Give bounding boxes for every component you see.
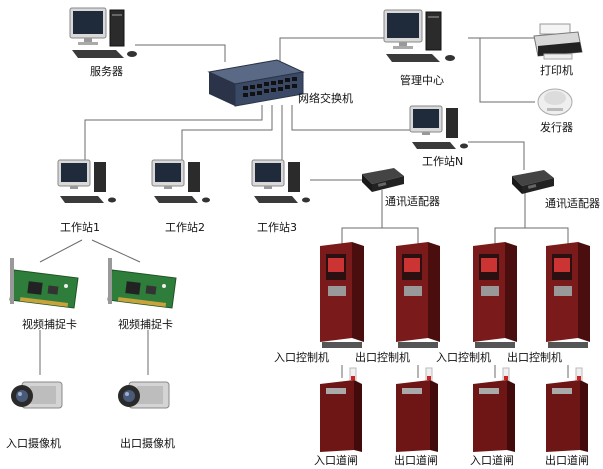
computer-icon — [251, 159, 310, 203]
management-center-computer — [382, 8, 462, 68]
link-ws1-card2 — [91, 239, 141, 263]
workstation-2-computer — [150, 158, 214, 208]
controller-kiosk-icon — [473, 242, 517, 348]
adapter2-bus — [494, 192, 526, 245]
network-switch-label: 网络交换机 — [298, 92, 353, 105]
printer — [532, 22, 584, 62]
capture-card-icon — [9, 258, 79, 309]
card-issuer — [535, 84, 575, 118]
exit-gate-2-label: 出口道闸 — [545, 454, 589, 467]
comm-adapter-1-label: 通讯适配器 — [385, 195, 440, 208]
barrier-gate-icon — [473, 367, 515, 452]
workstation-n-label: 工作站N — [422, 155, 464, 168]
entry-controller-2 — [471, 242, 521, 350]
link-switch-wsn — [291, 105, 410, 131]
card-issuer-label: 发行器 — [540, 121, 573, 134]
network-switch — [205, 58, 305, 113]
switch-icon — [207, 59, 305, 107]
entry-controller-1-label: 入口控制机 — [274, 351, 329, 364]
link-management-issuer — [479, 38, 535, 103]
controller-kiosk-icon — [546, 242, 590, 348]
link-ws1-card1 — [39, 239, 83, 263]
link-switch-ws1 — [84, 105, 263, 160]
comm-adapter-2-label: 通讯适配器 — [545, 197, 600, 210]
controller-kiosk-icon — [320, 242, 364, 348]
barrier-gate-icon — [546, 367, 588, 452]
adapter1-bus — [341, 190, 383, 245]
workstation-n-computer — [408, 104, 472, 154]
workstation-2-label: 工作站2 — [165, 221, 205, 234]
comm-adapter-1 — [360, 166, 406, 194]
exit-controller-1 — [394, 242, 444, 350]
link-wsn-adapter2 — [468, 141, 525, 170]
adapter2-bus-b — [525, 227, 569, 245]
exit-controller-2 — [544, 242, 594, 350]
camera-icon — [118, 381, 170, 409]
capture-card-2 — [106, 256, 180, 316]
barrier-gate-icon — [320, 367, 362, 452]
adapter-icon — [362, 168, 404, 192]
server-label: 服务器 — [90, 65, 123, 78]
capture-card-icon — [107, 258, 177, 309]
entry-controller-1 — [318, 242, 368, 350]
entry-controller-2-label: 入口控制机 — [436, 351, 491, 364]
entry-gate-2 — [471, 366, 519, 454]
printer-icon — [533, 23, 583, 60]
link-server-switch — [135, 44, 226, 62]
capture-card-1 — [8, 256, 82, 316]
exit-controller-1-label: 出口控制机 — [355, 351, 410, 364]
exit-camera — [115, 378, 173, 418]
entry-gate-2-label: 入口道闸 — [470, 454, 514, 467]
exit-gate-2 — [544, 366, 592, 454]
workstation-3-label: 工作站3 — [257, 221, 297, 234]
exit-controller-2-label: 出口控制机 — [507, 351, 562, 364]
workstation-3-computer — [250, 158, 314, 208]
management-center-label: 管理中心 — [400, 74, 444, 87]
entry-gate-1-label: 入口道闸 — [314, 454, 358, 467]
comm-adapter-2 — [510, 168, 556, 196]
link-switch-management — [279, 37, 385, 62]
exit-gate-1 — [394, 366, 442, 454]
controller-kiosk-icon — [396, 242, 440, 348]
barrier-gate-icon — [396, 367, 438, 452]
card-issuer-icon — [537, 88, 573, 116]
entry-camera — [8, 378, 66, 418]
printer-label: 打印机 — [540, 64, 573, 77]
exit-camera-label: 出口摄像机 — [120, 437, 175, 450]
adapter1-bus-b — [382, 227, 419, 245]
capture-card-2-label: 视频捕捉卡 — [118, 318, 173, 331]
workstation-1-computer — [56, 158, 120, 208]
server-computer — [68, 6, 143, 62]
adapter-icon — [512, 170, 554, 194]
computer-icon — [151, 159, 210, 203]
entry-camera-label: 入口摄像机 — [6, 437, 61, 450]
computer-icon — [409, 105, 468, 149]
entry-gate-1 — [318, 366, 366, 454]
link-switch-ws2 — [181, 105, 273, 160]
capture-card-1-label: 视频捕捉卡 — [22, 318, 77, 331]
computer-icon — [383, 9, 455, 62]
computer-icon — [69, 7, 137, 58]
computer-icon — [57, 159, 116, 203]
workstation-1-label: 工作站1 — [60, 221, 100, 234]
exit-gate-1-label: 出口道闸 — [394, 454, 438, 467]
camera-icon — [11, 381, 63, 409]
